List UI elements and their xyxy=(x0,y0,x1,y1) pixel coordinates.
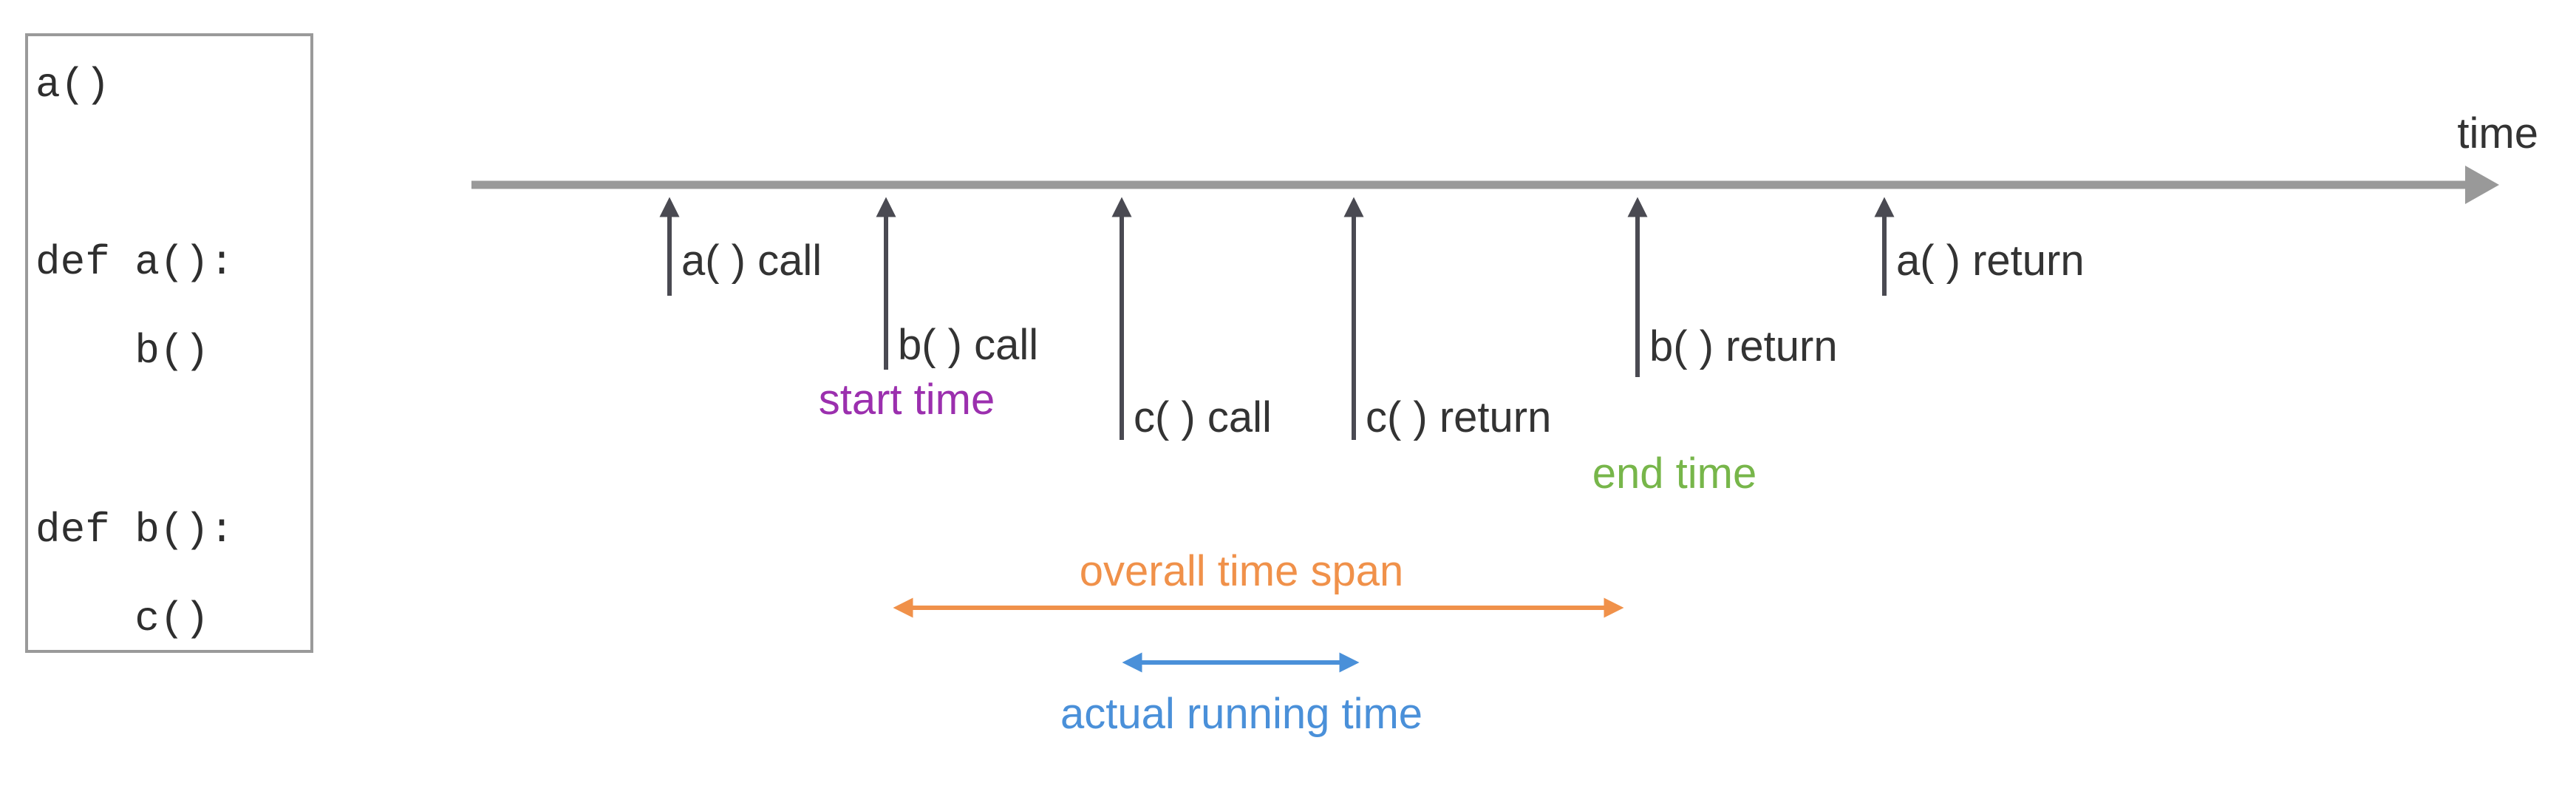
event-label-b-call: b( ) call xyxy=(898,321,1038,369)
event-label-c-call: c( ) call xyxy=(1134,393,1272,441)
event-label-c-return: c( ) return xyxy=(1366,393,1551,441)
time-axis-arrowhead xyxy=(2465,166,2499,204)
code-line-def-b: def b(): xyxy=(35,506,234,554)
start-time-label: start time xyxy=(819,376,995,424)
code-line-def-a: def a(): xyxy=(35,239,234,286)
code-line-call-b: b() xyxy=(35,328,210,375)
time-axis-label: time xyxy=(2457,109,2538,157)
event-label-a-call: a( ) call xyxy=(681,237,822,285)
code-line-call-a: a() xyxy=(35,61,110,109)
actual-span-label: actual running time xyxy=(1060,690,1422,738)
code-panel: a() def a(): b() def b(): c() xyxy=(25,33,313,653)
event-label-a-return: a( ) return xyxy=(1896,237,2085,285)
overall-span-label: overall time span xyxy=(1080,547,1403,595)
event-label-b-return: b( ) return xyxy=(1649,322,1838,370)
end-time-label: end time xyxy=(1592,450,1756,498)
code-line-call-c: c() xyxy=(35,595,210,643)
